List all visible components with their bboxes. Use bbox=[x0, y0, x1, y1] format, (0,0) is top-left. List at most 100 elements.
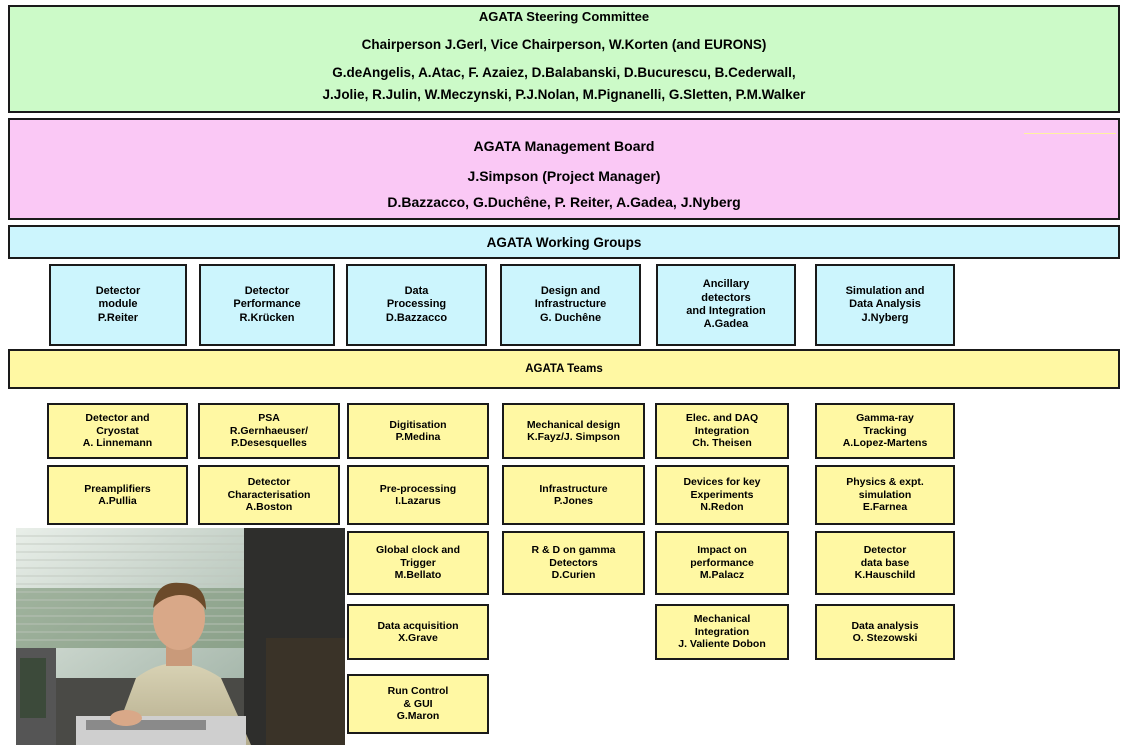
team-line: Impact on bbox=[697, 544, 747, 557]
working-group-line: detectors bbox=[701, 291, 751, 304]
team-line: Experiments bbox=[690, 488, 754, 501]
working-group-line: A.Gadea bbox=[703, 318, 749, 331]
team-line: Characterisation bbox=[227, 488, 311, 501]
team-line: O. Stezowski bbox=[852, 632, 918, 644]
team-line: P.Jones bbox=[554, 495, 593, 507]
team-line: Tracking bbox=[863, 424, 907, 437]
team-line: Digitisation bbox=[389, 418, 447, 431]
team-line: R & D on gamma bbox=[531, 544, 616, 557]
team-line: Mechanical bbox=[693, 613, 751, 626]
team-line: R.Gernhaeuser/ bbox=[229, 424, 309, 437]
team-line: A.Lopez-Martens bbox=[842, 437, 928, 450]
working-group-line: Ancillary bbox=[702, 278, 750, 291]
working-group-line: Simulation and bbox=[845, 284, 925, 297]
team-line: Run Control bbox=[387, 685, 449, 698]
steering-committee-panel: AGATA Steering Committee Chairperson J.G… bbox=[8, 5, 1120, 113]
team-line: Infrastructure bbox=[539, 482, 608, 495]
team-line: E.Farnea bbox=[862, 501, 908, 514]
steering-committee-chairs: Chairperson J.Gerl, Vice Chairperson, W.… bbox=[361, 37, 767, 52]
team-line: M.Bellato bbox=[394, 569, 442, 582]
steering-committee-members-2: J.Jolie, R.Julin, W.Meczynski, P.J.Nolan… bbox=[322, 87, 806, 102]
team-line: simulation bbox=[858, 488, 912, 501]
team-line: & GUI bbox=[403, 697, 433, 710]
team-line: Integration bbox=[694, 625, 750, 638]
working-groups-header: AGATA Working Groups bbox=[8, 225, 1120, 259]
team-line: P.Desesquelles bbox=[231, 437, 307, 450]
working-group-line: and Integration bbox=[686, 305, 766, 317]
team-line: Gamma-ray bbox=[856, 412, 914, 425]
team-line: performance bbox=[690, 556, 754, 569]
team-line: Detectors bbox=[549, 556, 598, 569]
team-line: G.Maron bbox=[396, 710, 440, 723]
team-line: J. Valiente Dobon bbox=[678, 638, 766, 651]
team-line: Elec. and DAQ bbox=[685, 412, 759, 425]
working-group-line: Design and bbox=[540, 284, 601, 297]
team-line: Physics & expt. bbox=[846, 476, 924, 489]
working-group-line: Detector bbox=[244, 284, 290, 297]
person-photo bbox=[16, 528, 345, 745]
team-line: Data analysis bbox=[851, 619, 919, 632]
working-group-line: P.Reiter bbox=[97, 311, 139, 324]
working-group-line: D.Bazzacco bbox=[385, 311, 448, 324]
team-line: I.Lazarus bbox=[395, 495, 441, 507]
working-group-line: Data bbox=[404, 284, 429, 297]
team-line: Ch. Theisen bbox=[692, 437, 752, 450]
management-board-panel: AGATA Management Board J.Simpson (Projec… bbox=[8, 118, 1120, 220]
team-line: X.Grave bbox=[398, 632, 438, 644]
team-line: Mechanical design bbox=[526, 418, 621, 431]
working-groups-title: AGATA Working Groups bbox=[486, 235, 642, 250]
team-line: M.Palacz bbox=[699, 569, 745, 582]
team-line: P.Medina bbox=[395, 431, 441, 443]
team-line: A.Boston bbox=[245, 501, 293, 514]
team-line: A. Linnemann bbox=[82, 437, 153, 450]
team-line: Cryostat bbox=[96, 424, 139, 437]
management-board-manager: J.Simpson (Project Manager) bbox=[467, 168, 661, 184]
working-group-line: Data Analysis bbox=[849, 298, 921, 311]
decorative-line bbox=[1024, 133, 1116, 134]
team-line: Data acquisition bbox=[377, 619, 459, 632]
team-line: Preamplifiers bbox=[84, 482, 151, 495]
steering-committee-members-1: G.deAngelis, A.Atac, F. Azaiez, D.Balaba… bbox=[332, 65, 796, 80]
team-line: Global clock and bbox=[375, 544, 461, 557]
team-line: A.Pullia bbox=[98, 495, 137, 507]
working-group-line: R.Krücken bbox=[239, 311, 295, 324]
team-line: Detector bbox=[247, 476, 291, 489]
team-line: Integration bbox=[694, 424, 750, 437]
working-group-line: J.Nyberg bbox=[861, 311, 909, 324]
team-line: N.Redon bbox=[700, 501, 744, 514]
working-group-line: Performance bbox=[233, 298, 301, 311]
working-group-line: Infrastructure bbox=[534, 298, 607, 311]
steering-committee-title: AGATA Steering Committee bbox=[478, 9, 650, 24]
team-line: K.Hauschild bbox=[854, 569, 916, 582]
working-group-line: Detector bbox=[95, 284, 141, 297]
teams-title: AGATA Teams bbox=[525, 363, 603, 375]
team-line: D.Curien bbox=[551, 569, 596, 582]
management-board-members: D.Bazzacco, G.Duchêne, P. Reiter, A.Gade… bbox=[387, 194, 741, 210]
team-line: PSA bbox=[258, 412, 280, 425]
team-line: Detector bbox=[863, 544, 907, 557]
management-board-title: AGATA Management Board bbox=[473, 138, 655, 154]
